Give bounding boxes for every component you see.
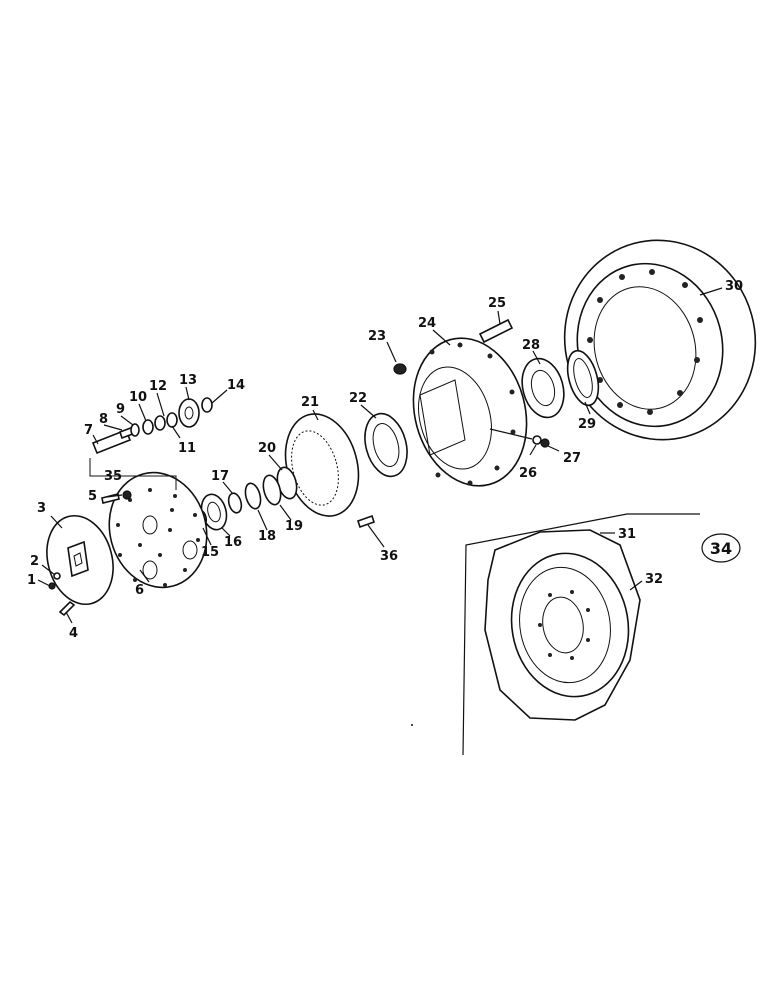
part-27-nut <box>540 438 550 448</box>
inset-frame <box>462 513 700 756</box>
part-14-thrust-washer <box>201 397 213 413</box>
part-28-bearing <box>521 357 565 419</box>
callout-5: 5 <box>88 489 97 504</box>
part-12-spacer <box>166 412 178 428</box>
callout-24: 24 <box>418 316 436 331</box>
callout-23: 23 <box>368 329 386 344</box>
part-25-stud <box>478 318 514 344</box>
callout-4: 4 <box>69 626 78 641</box>
callout-2: 2 <box>30 554 39 569</box>
part-13-planet-gear <box>178 398 200 428</box>
callout-11: 11 <box>178 441 196 456</box>
part-30-brake-drum <box>563 239 757 441</box>
callout-7: 7 <box>84 423 93 438</box>
callout-labels: 30 25 24 23 28 29 22 21 26 27 36 20 19 1… <box>27 279 743 641</box>
callout-30: 30 <box>725 279 743 294</box>
part-24-hub <box>412 337 528 487</box>
callout-9: 9 <box>116 402 125 417</box>
callout-32: 32 <box>645 572 663 587</box>
part-19-circlip <box>262 474 282 506</box>
group-badge: 34 <box>701 533 741 563</box>
callout-35: 35 <box>104 469 122 484</box>
callout-20: 20 <box>258 441 276 456</box>
callout-16: 16 <box>224 535 242 550</box>
callout-28: 28 <box>522 338 540 353</box>
part-36-pin <box>356 514 376 529</box>
part-18-washer <box>244 482 262 510</box>
part-11-needle-bearing <box>154 415 166 431</box>
callout-8: 8 <box>99 412 108 427</box>
callout-36: 36 <box>380 549 398 564</box>
part-4-screw <box>58 600 76 617</box>
callout-13: 13 <box>179 373 197 388</box>
callout-19: 19 <box>285 519 303 534</box>
callout-1: 1 <box>27 573 36 588</box>
callout-21: 21 <box>301 395 319 410</box>
callout-25: 25 <box>488 296 506 311</box>
part-2-seal-washer <box>53 572 61 580</box>
part-23-plug <box>393 363 407 375</box>
part-10-needle-bearing <box>142 419 154 435</box>
stray-mark <box>411 724 413 726</box>
part-6-planet-carrier <box>108 471 208 589</box>
callout-3: 3 <box>37 501 46 516</box>
callout-10: 10 <box>129 390 147 405</box>
callout-18: 18 <box>258 529 276 544</box>
part-21-ring-gear <box>284 413 360 517</box>
leader-lines <box>37 287 723 624</box>
group-badge-label: 34 <box>710 539 732 558</box>
callout-29: 29 <box>578 417 596 432</box>
part-17-snap-ring <box>227 492 243 514</box>
callout-17: 17 <box>211 469 229 484</box>
part-26-washer <box>532 435 542 445</box>
part-32-wheel-rim <box>510 552 630 698</box>
callout-14: 14 <box>227 378 245 393</box>
part-29-seal <box>566 349 600 407</box>
callout-12: 12 <box>149 379 167 394</box>
callout-22: 22 <box>349 391 367 406</box>
callout-26: 26 <box>519 466 537 481</box>
part-3-end-cover <box>46 514 114 606</box>
part-22-bearing <box>364 412 408 478</box>
callout-15: 15 <box>201 545 219 560</box>
callout-6: 6 <box>135 583 144 598</box>
callout-27: 27 <box>563 451 581 466</box>
callout-31: 31 <box>618 527 636 542</box>
part-9-washer <box>130 423 140 437</box>
